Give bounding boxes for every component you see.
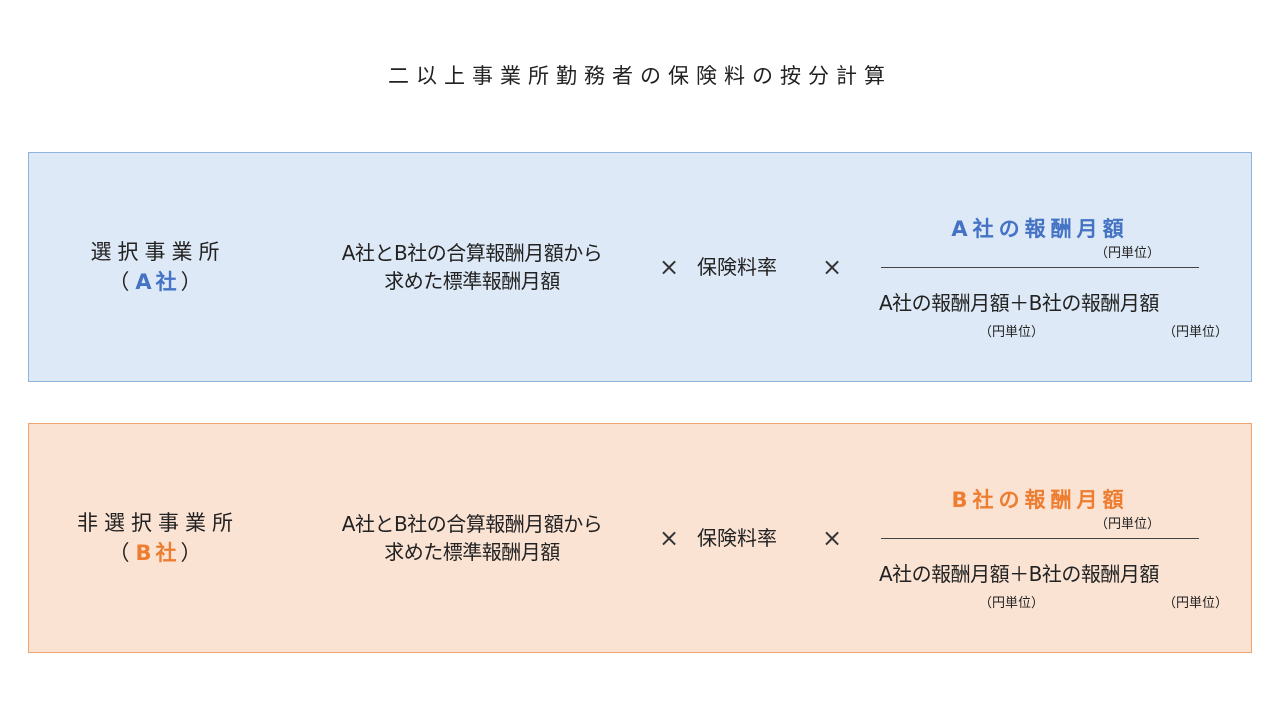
panel-non-selected-office: 非選択事業所 （B社） A社とB社の合算報酬月額から 求めた標準報酬月額 × 保…	[28, 423, 1252, 653]
page-title: 二以上事業所勤務者の保険料の按分計算	[388, 64, 892, 88]
office-label: 選択事業所 （A社）	[29, 237, 287, 297]
office-company: （B社）	[29, 538, 287, 568]
denominator-unit-a: （円単位）	[979, 325, 1045, 340]
numerator-unit: （円単位）	[1095, 517, 1161, 532]
paren-close: ）	[180, 541, 208, 565]
fraction-numerator: B社の報酬月額	[951, 488, 1129, 512]
paren-open: （	[108, 541, 136, 565]
numerator-unit: （円単位）	[1095, 246, 1161, 261]
paren-close: ）	[180, 270, 208, 294]
paren-open: （	[108, 270, 136, 294]
company-name: B社	[135, 541, 181, 565]
standard-line-1: A社とB社の合算報酬月額から	[341, 512, 603, 536]
fraction-numerator: A社の報酬月額	[951, 217, 1129, 241]
fraction-denominator: A社の報酬月額＋B社の報酬月額	[879, 291, 1159, 315]
fraction-line	[881, 267, 1199, 268]
denominator-unit-b: （円単位）	[1163, 325, 1229, 340]
times-operator: ×	[658, 524, 680, 552]
fraction-line	[881, 538, 1199, 539]
times-operator: ×	[821, 253, 843, 281]
fraction-denominator: A社の報酬月額＋B社の報酬月額	[879, 562, 1159, 586]
denominator-unit-b: （円単位）	[1163, 596, 1229, 611]
premium-rate: 保険料率	[697, 526, 777, 550]
standard-line-2: 求めた標準報酬月額	[384, 269, 560, 293]
office-type: 選択事業所	[90, 240, 226, 264]
premium-rate: 保険料率	[697, 255, 777, 279]
panel-selected-office: 選択事業所 （A社） A社とB社の合算報酬月額から 求めた標準報酬月額 × 保険…	[28, 152, 1252, 382]
times-operator: ×	[658, 253, 680, 281]
standard-monthly-remuneration: A社とB社の合算報酬月額から 求めた標準報酬月額	[307, 239, 637, 295]
standard-line-1: A社とB社の合算報酬月額から	[341, 241, 603, 265]
office-company: （A社）	[29, 267, 287, 297]
standard-monthly-remuneration: A社とB社の合算報酬月額から 求めた標準報酬月額	[307, 510, 637, 566]
times-operator: ×	[821, 524, 843, 552]
standard-line-2: 求めた標準報酬月額	[384, 540, 560, 564]
denominator-unit-a: （円単位）	[979, 596, 1045, 611]
company-name: A社	[135, 270, 181, 294]
office-label: 非選択事業所 （B社）	[29, 508, 287, 568]
office-type: 非選択事業所	[77, 511, 239, 535]
